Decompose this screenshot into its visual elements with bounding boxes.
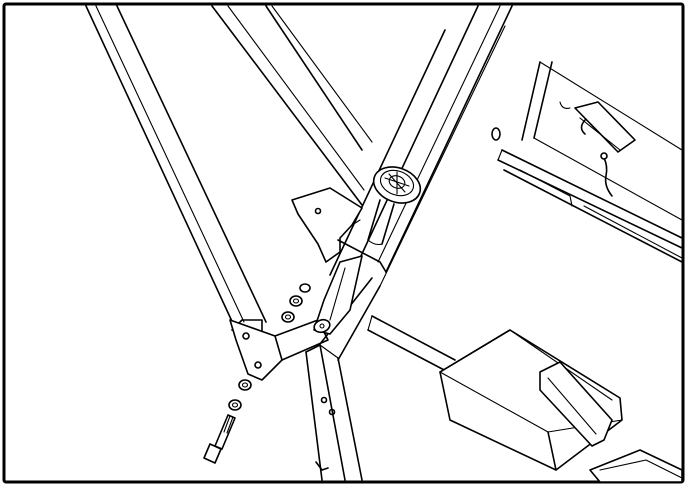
hardware-stack-upper [281, 283, 311, 323]
hinge-bracket-upper [291, 187, 387, 273]
base-frame-tube [305, 344, 363, 481]
washer [289, 295, 303, 307]
adjustment-knob [367, 166, 422, 246]
pivot-link [313, 255, 363, 335]
side-panel [497, 61, 683, 263]
caster-wheel-housing [439, 329, 623, 471]
cross-member [367, 315, 456, 373]
hardware-stack-lower [228, 379, 252, 411]
nut [238, 379, 252, 391]
hinge-bracket-lower [229, 319, 329, 381]
hex-bolt [203, 414, 236, 464]
pivot-tube [319, 5, 513, 361]
nut [299, 283, 311, 293]
upright-frame-tube [85, 5, 373, 333]
foot-cap [589, 449, 683, 483]
washer [228, 399, 242, 411]
small-pin [491, 127, 501, 141]
nut [281, 311, 295, 323]
top-right-bracket [491, 101, 636, 197]
